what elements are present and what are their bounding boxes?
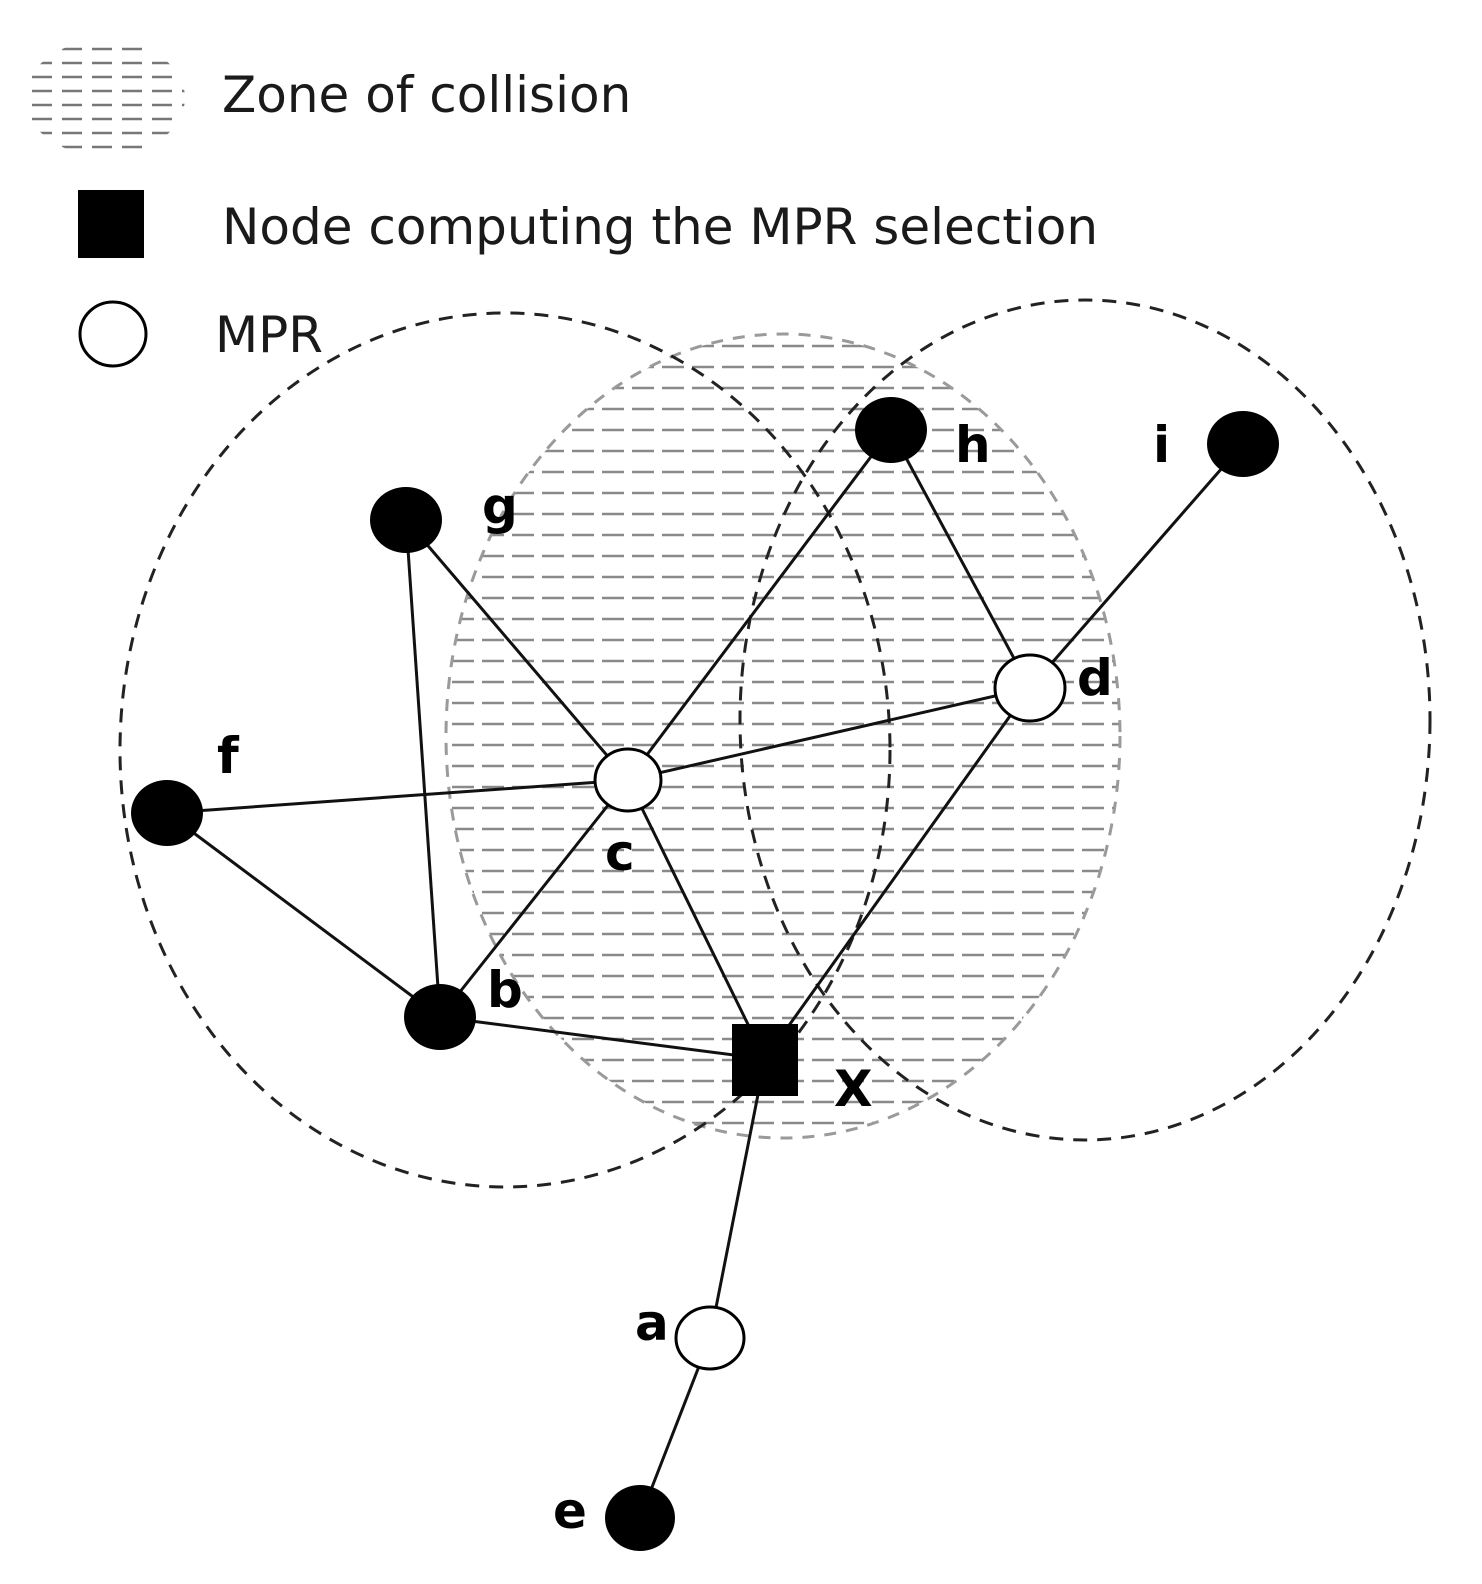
- label-f: f: [217, 727, 240, 785]
- nodes: [131, 397, 1279, 1551]
- label-g: g: [482, 477, 518, 535]
- node-h: [855, 397, 927, 463]
- link-c-h: [626, 429, 893, 781]
- node-d-mpr: [993, 653, 1067, 723]
- node-g: [370, 487, 442, 553]
- legend: Zone of collision Node computing the MPR…: [25, 40, 1098, 368]
- node-e: [605, 1485, 675, 1551]
- link-f-b: [166, 811, 441, 1019]
- link-x-a: [708, 1058, 767, 1339]
- node-a-mpr: [674, 1305, 746, 1371]
- mpr-swatch: [78, 300, 148, 368]
- links: [166, 429, 1245, 1519]
- node-b: [404, 984, 476, 1050]
- link-f-c: [166, 778, 629, 815]
- node-i: [1207, 411, 1279, 477]
- link-d-x: [763, 687, 1032, 1060]
- node-labels: f g h i d c b X a e: [217, 416, 1170, 1540]
- link-c-d: [627, 686, 1031, 782]
- node-x-computing: [732, 1024, 798, 1096]
- label-x: X: [834, 1060, 873, 1118]
- label-a: a: [635, 1294, 669, 1352]
- link-d-i: [1028, 443, 1245, 689]
- zone-of-collision-area: [446, 334, 1120, 1138]
- node-c-mpr: [593, 747, 663, 813]
- label-i: i: [1153, 416, 1170, 474]
- range-ellipse-left: [118, 311, 892, 1189]
- link-h-d: [889, 429, 1032, 689]
- link-b-c: [438, 779, 630, 1018]
- legend-mpr-label: MPR: [215, 306, 323, 364]
- zone-of-collision-outline: [444, 332, 1122, 1140]
- label-c: c: [605, 824, 635, 882]
- link-g-b: [404, 519, 442, 1018]
- legend-computing-node-label: Node computing the MPR selection: [222, 198, 1098, 256]
- computing-node-swatch: [78, 190, 144, 258]
- range-ellipse-right: [738, 298, 1432, 1142]
- label-b: b: [487, 961, 523, 1019]
- link-c-x: [626, 779, 767, 1060]
- link-b-x: [439, 1015, 766, 1061]
- legend-zone-label: Zone of collision: [222, 66, 631, 124]
- label-e: e: [553, 1482, 587, 1540]
- link-g-c: [404, 519, 630, 781]
- label-d: d: [1077, 649, 1113, 707]
- node-f: [131, 780, 203, 846]
- label-h: h: [955, 416, 991, 474]
- zone-of-collision-swatch: [25, 40, 185, 156]
